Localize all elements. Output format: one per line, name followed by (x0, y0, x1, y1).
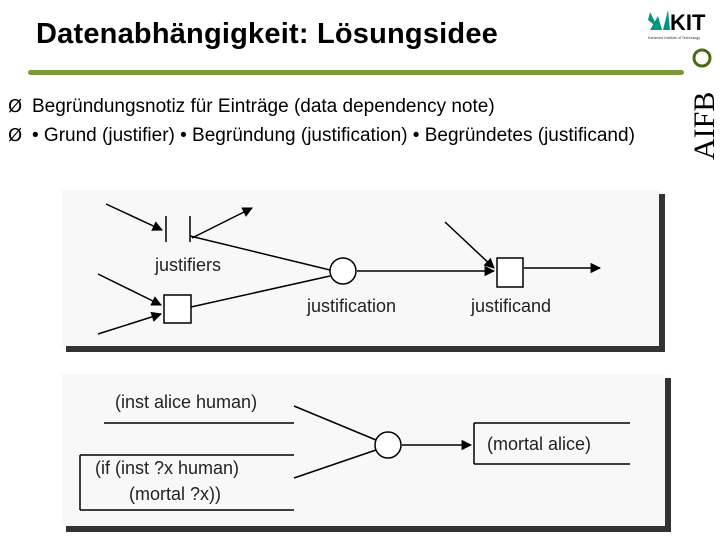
kit-logo-tagline: Karlsruhe Institute of Technology (648, 36, 700, 40)
premise-1-text: (inst alice human) (115, 392, 258, 412)
kit-logo-rays-icon (648, 10, 670, 30)
bullet-item: Ø • Grund (justifier) • Begründung (just… (8, 121, 680, 150)
bullet-arrow-icon: Ø (8, 96, 23, 117)
bullet-list: Ø Begründungsnotiz für Einträge (data de… (8, 92, 680, 150)
top-panel (62, 190, 659, 346)
bullet-text: • Grund (justifier) • Begründung (justif… (32, 125, 635, 146)
aifb-logo: AIFB (688, 48, 720, 160)
kit-logo-text: KIT (670, 10, 706, 35)
bullet-arrow-icon: Ø (8, 125, 23, 146)
aifb-logo-text: AIFB (688, 92, 720, 160)
conclusion-text: (mortal alice) (487, 434, 592, 454)
slide-title: Datenabhängigkeit: Lösungsidee (36, 18, 498, 50)
label-justifiers: justifiers (155, 255, 222, 275)
bullet-item: Ø Begründungsnotiz für Einträge (data de… (8, 92, 680, 121)
title-rule (28, 70, 684, 75)
bullet-text: Begründungsnotiz für Einträge (data depe… (32, 96, 495, 117)
premise-2-text-line-2: (mortal ?x)) (129, 484, 222, 504)
kit-logo: KIT Karlsruhe Institute of Technology (648, 10, 706, 40)
aifb-logo-ring-icon (692, 48, 712, 68)
label-justificand: justificand (471, 296, 552, 316)
label-justification: justification (307, 296, 397, 316)
premise-2-text-line-1: (if (inst ?x human) (95, 458, 240, 478)
